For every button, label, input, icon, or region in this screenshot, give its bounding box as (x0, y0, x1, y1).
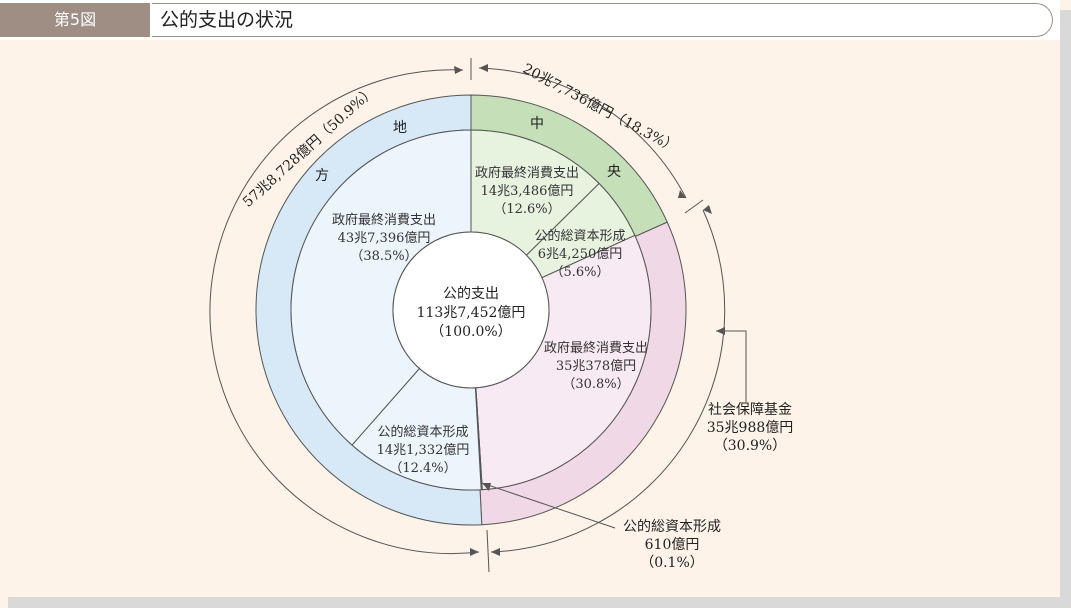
center-label-pct: （100.0%） (430, 324, 511, 340)
local-capital-amount: 14兆1,332億円 (377, 442, 470, 458)
central-total-pct: （18.3%） (608, 108, 680, 156)
ss-callout-arrow (716, 327, 725, 335)
local-capital-pct: （12.4%） (389, 461, 456, 476)
arrow-ss-bottom (491, 548, 500, 556)
arrow-ss-top (703, 205, 712, 214)
arrow-local-bottom (470, 548, 479, 556)
arrow-central-right (678, 190, 686, 198)
ss-consumption-pct: （30.8%） (562, 377, 629, 392)
central-capital-label: 公的総資本形成 (534, 228, 625, 244)
figure-number: 第5図 (0, 3, 150, 37)
local-consumption-amount: 43兆7,396億円 (338, 230, 431, 246)
local-consumption-pct: （38.5%） (350, 249, 417, 264)
center-label-amount: 113兆7,452億円 (417, 305, 526, 321)
ss-total-pct: （30.9%） (714, 438, 786, 454)
local-capital-label: 公的総資本形成 (377, 424, 468, 440)
ss-capital-pct: （0.1%） (640, 555, 704, 571)
outer-char-central-2: 央 (607, 164, 621, 180)
local-consumption-label: 政府最終消費支出 (332, 212, 436, 228)
central-consumption-amount: 14兆3,486億円 (481, 183, 574, 199)
frame-shadow-bottom (8, 597, 1071, 608)
ss-total-amount: 35兆988億円 (707, 420, 794, 436)
ss-consumption-label: 政府最終消費支出 (544, 340, 648, 356)
local-dimension-arc-lower (277, 479, 480, 555)
ring-group (255, 94, 687, 526)
ss-capital-callout-line (481, 482, 616, 529)
bottom-boundary-tick (486, 529, 490, 573)
ss-capital-callout-arrow (482, 483, 491, 491)
frame-shadow-right (1060, 10, 1071, 608)
outer-char-local-1: 地 (393, 120, 407, 136)
figure-panel: 第5図 公的支出の状況 公的支出 113兆7,452億円 （100.0%） 政府… (0, 0, 1060, 573)
central-consumption-pct: （12.6%） (493, 202, 560, 217)
arrow-central-left (479, 64, 488, 72)
figure-header: 第5図 公的支出の状況 (0, 0, 1060, 40)
central-dimension-arc (478, 67, 687, 199)
ss-dimension-arc (490, 209, 726, 553)
arrow-local-top (454, 66, 463, 74)
ss-capital-name: 公的総資本形成 (623, 519, 721, 535)
right-boundary-tick (684, 199, 704, 214)
center-label-title: 公的支出 (443, 286, 499, 302)
ss-capital-amount: 610億円 (645, 537, 700, 553)
central-capital-amount: 6兆4,250億円 (538, 246, 623, 262)
donut-chart: 公的支出 113兆7,452億円 （100.0%） 政府最終消費支出 14兆3,… (209, 58, 794, 573)
outer-char-local-2: 方 (315, 168, 329, 184)
local-dimension-arc (209, 69, 464, 481)
figure-title: 公的支出の状況 (160, 9, 294, 31)
central-consumption-label: 政府最終消費支出 (475, 165, 579, 181)
outer-char-central-1: 中 (530, 116, 544, 132)
figure-title-box: 公的支出の状況 (152, 3, 1053, 37)
ss-callout-line (716, 330, 747, 402)
ss-consumption-amount: 35兆378億円 (556, 358, 636, 374)
ss-total-name: 社会保障基金 (708, 401, 792, 418)
central-capital-pct: （5.6%） (550, 265, 609, 280)
center-hole (392, 231, 550, 389)
